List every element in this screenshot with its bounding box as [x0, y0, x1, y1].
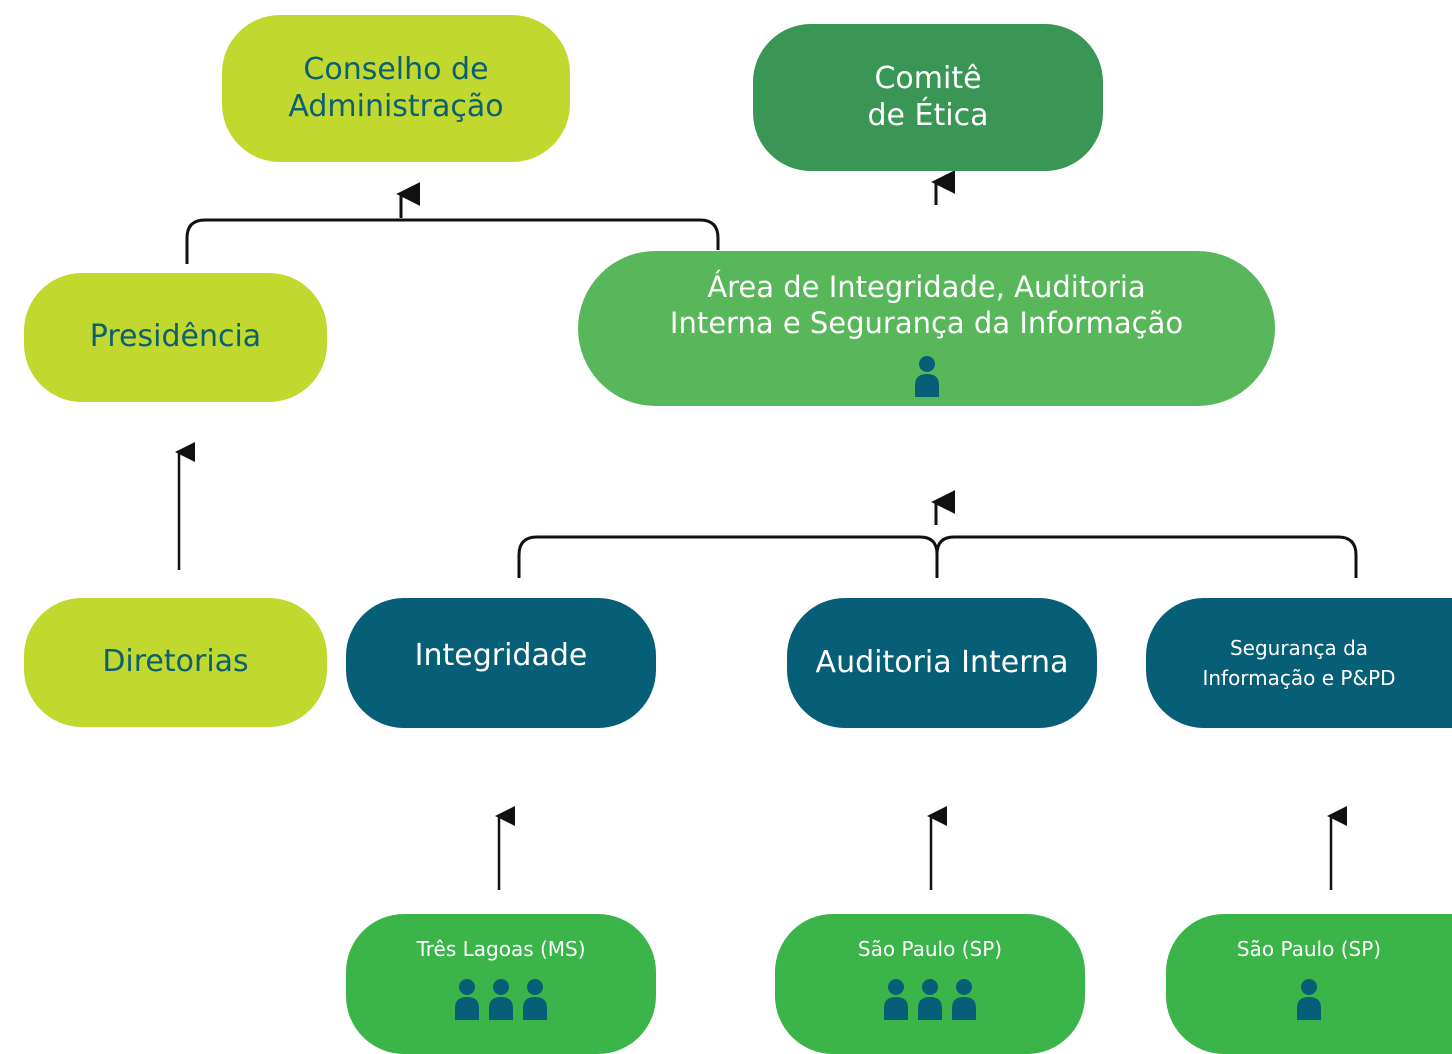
sao-paulo-2-label: São Paulo (SP) — [1236, 937, 1382, 961]
node-tres-lagoas: Três Lagoas (MS) — [346, 914, 656, 1054]
presidencia-label: Presidência — [89, 319, 262, 355]
sao-paulo-1-label: São Paulo (SP) — [857, 937, 1003, 961]
area-people-group — [912, 355, 942, 397]
node-seguranca-da-informacao: Segurança da Informação e P&PD — [1146, 598, 1452, 728]
conselho-line2: Administração — [288, 88, 504, 124]
person-icon — [523, 979, 547, 1020]
person-icon — [1297, 979, 1321, 1020]
tres-lagoas-people-group — [452, 978, 550, 1020]
conselho-line1: Conselho de — [303, 51, 489, 87]
node-sao-paulo-auditoria: São Paulo (SP) — [775, 914, 1085, 1054]
diretorias-label: Diretorias — [102, 644, 249, 680]
bracket-presidencia-area — [185, 218, 720, 264]
node-sao-paulo-seguranca: São Paulo (SP) — [1166, 914, 1452, 1054]
person-icon — [455, 979, 479, 1020]
node-diretorias: Diretorias — [24, 598, 327, 727]
node-presidencia: Presidência — [24, 273, 327, 402]
person-icon — [918, 979, 942, 1020]
person-icon — [914, 355, 939, 397]
seguranca-line1: Segurança da — [1229, 636, 1369, 660]
node-conselho-de-administracao: Conselho de Administração — [222, 15, 570, 162]
node-area-integridade-auditoria-seguranca: Área de Integridade, Auditoria Interna e… — [578, 251, 1275, 406]
tres-lagoas-label: Três Lagoas (MS) — [416, 937, 586, 961]
person-icon — [884, 979, 908, 1020]
sao-paulo-1-people-group — [881, 978, 979, 1020]
person-icon — [489, 979, 513, 1020]
seguranca-line2: Informação e P&PD — [1202, 666, 1396, 690]
node-integridade: Integridade — [346, 598, 656, 728]
comite-line2: de Ética — [867, 97, 989, 133]
node-auditoria-interna: Auditoria Interna — [787, 598, 1097, 728]
area-line1: Área de Integridade, Auditoria — [707, 270, 1146, 305]
comite-line1: Comitê — [874, 60, 982, 96]
auditoria-interna-label: Auditoria Interna — [815, 644, 1069, 680]
integridade-label: Integridade — [414, 637, 588, 673]
node-comite-de-etica: Comitê de Ética — [753, 24, 1103, 171]
person-icon — [952, 979, 976, 1020]
area-line2: Interna e Segurança da Informação — [669, 305, 1184, 340]
sao-paulo-2-people-group — [1294, 978, 1324, 1020]
